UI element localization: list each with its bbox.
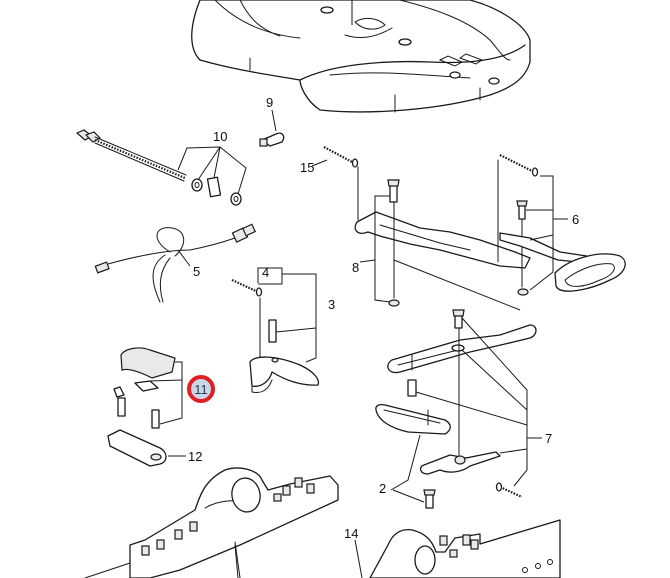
callout-labels: 9 10 15 6 8 5 4 3 7 12 2 14 (188, 95, 579, 541)
callout-4[interactable]: 4 (262, 265, 269, 280)
fifth-wheel-plate[interactable] (191, 0, 531, 113)
part-2-slide-block[interactable] (390, 434, 436, 509)
callout-2[interactable]: 2 (379, 481, 386, 496)
callout-15[interactable]: 15 (300, 160, 314, 175)
callout-7[interactable]: 7 (545, 431, 552, 446)
part-11-wear-pad[interactable] (113, 347, 183, 425)
mounting-bracket-left[interactable] (84, 467, 339, 578)
part-7-locking-lever[interactable] (375, 309, 542, 499)
part-5-sensor-cable[interactable] (94, 223, 257, 303)
part-12-base-plate[interactable] (107, 397, 186, 467)
callout-14[interactable]: 14 (344, 526, 358, 541)
part-4-spring[interactable] (231, 279, 263, 297)
part-9-clip[interactable] (259, 109, 285, 147)
part-6-handle-assembly[interactable] (497, 154, 626, 296)
callout-12[interactable]: 12 (188, 449, 202, 464)
mounting-bracket-right[interactable] (354, 519, 561, 578)
part-10-bolt-set[interactable] (75, 129, 247, 206)
callout-11-highlighted[interactable]: 11 (187, 375, 215, 403)
callout-11: 11 (194, 382, 208, 397)
callout-6[interactable]: 6 (572, 212, 579, 227)
callout-9[interactable]: 9 (266, 95, 273, 110)
highlight-ring (187, 375, 215, 403)
part-8-release-lever[interactable] (354, 179, 531, 311)
callout-3[interactable]: 3 (328, 297, 335, 312)
part-3-lock-jaw[interactable] (249, 267, 320, 393)
callout-5[interactable]: 5 (193, 264, 200, 279)
callout-10[interactable]: 10 (213, 129, 227, 144)
part-15-spring[interactable] (311, 146, 359, 221)
callout-8[interactable]: 8 (352, 260, 359, 275)
